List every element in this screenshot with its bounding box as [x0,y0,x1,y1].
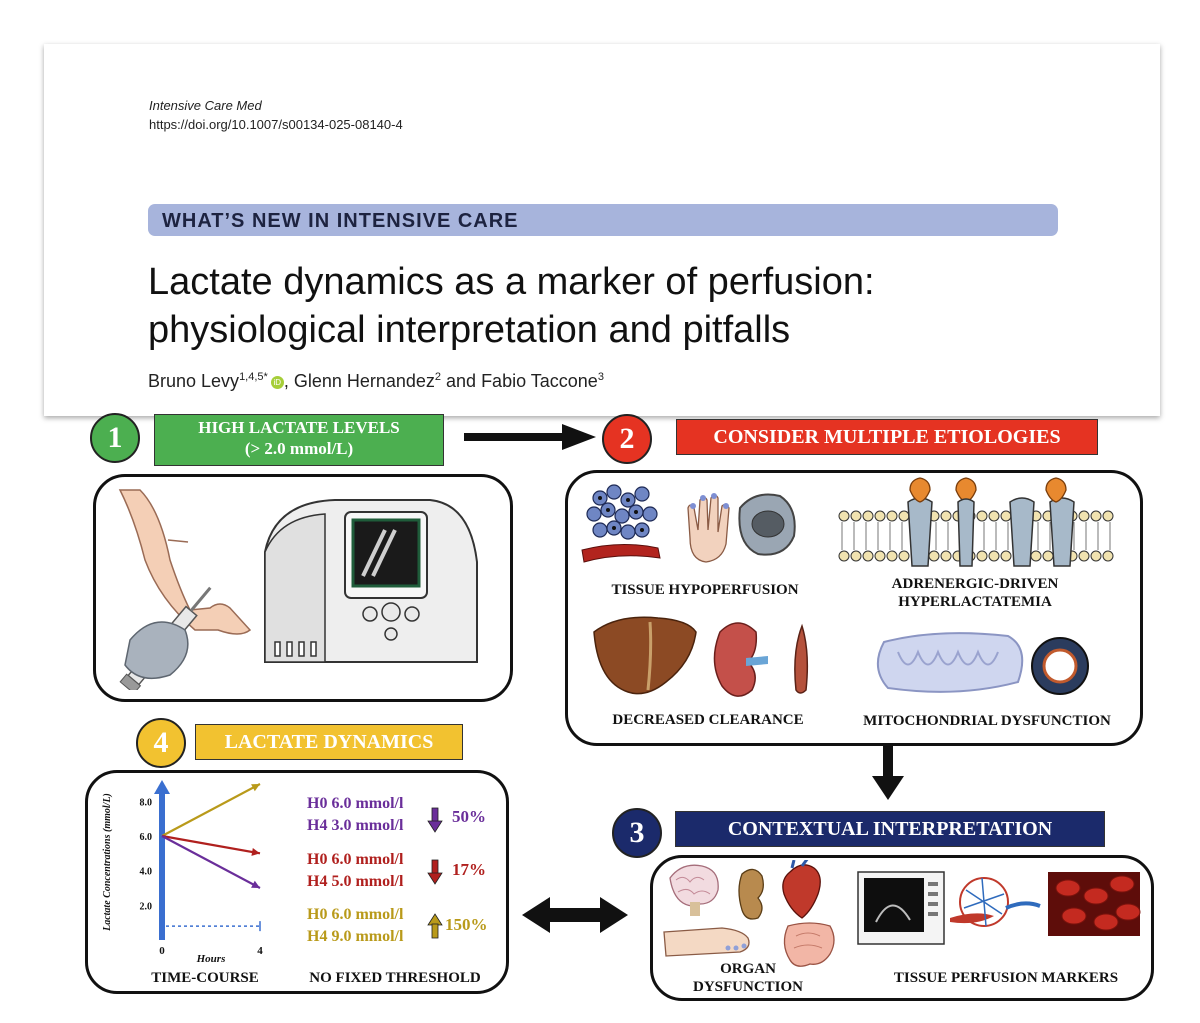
step-4-circle: 4 [136,718,186,768]
step-2-circle: 2 [602,414,652,464]
series-arrowhead [251,848,260,856]
author-1: Bruno Levy [148,371,240,391]
step-1-header: HIGH LACTATE LEVELS (> 2.0 mmol/L) [154,414,444,466]
dynamics-row-3-h4: H4 9.0 mmol/l [307,928,404,945]
dynamics-row-2-h4: H4 5.0 mmol/l [307,873,404,890]
label-mitochondrial-dysfunction: MITOCHONDRIAL DYSFUNCTION [863,713,1111,729]
dynamics-row-3-h0: H0 6.0 mmol/l [307,906,404,923]
section-banner: WHAT’S NEW IN INTENSIVE CARE [148,204,1058,236]
label-tissue-perfusion-markers: TISSUE PERFUSION MARKERS [893,970,1119,986]
title-line-2: physiological interpretation and pitfall… [148,309,791,351]
label-time-course: TIME-COURSE [151,970,259,986]
author-3: and Fabio Taccone [441,371,598,391]
arrow-right-icon [464,424,596,450]
journal-name: Intensive Care Med [149,98,262,113]
x-tick-label: 0 [159,945,165,957]
y-tick-label: 6.0 [140,832,153,843]
y-tick-label: 2.0 [140,901,153,912]
mitochondria-illustration [877,632,1089,695]
label-adrenergic-line-2: HYPERLACTATEMIA [898,594,1052,610]
y-axis-label: Lactate Concentrations (mmol/L) [102,793,113,932]
dynamics-row-2-h0: H0 6.0 mmol/l [307,851,404,868]
blood-draw-illustration [118,489,252,690]
label-tissue-hypoperfusion: TISSUE HYPOPERFUSION [611,582,799,598]
y-tick-label: 8.0 [140,797,153,808]
dynamics-row-1-h4: H4 3.0 mmol/l [307,817,404,834]
arrow-down-purple-icon [427,807,443,833]
article-title: Lactate dynamics as a marker of perfusio… [148,258,1148,354]
x-axis-label: Hours [196,953,226,965]
section-banner-label: WHAT’S NEW IN INTENSIVE CARE [162,210,519,232]
doi-link[interactable]: https://doi.org/10.1007/s00134-025-08140… [149,117,403,132]
dynamics-row-1-pct: 50% [452,807,486,826]
label-no-fixed-threshold: NO FIXED THRESHOLD [309,970,481,986]
arrow-down-icon [872,744,904,800]
article-header: Intensive Care Med https://doi.org/10.10… [44,44,1160,416]
dynamics-row-3-pct: 150% [445,915,488,934]
organs-illustration [663,860,835,967]
step-3-header: CONTEXTUAL INTERPRETATION [675,811,1105,847]
step-1-circle: 1 [90,413,140,463]
orcid-icon[interactable]: iD [270,376,284,389]
label-adrenergic-line-1: ADRENERGIC-DRIVEN [891,576,1059,592]
blood-gas-analyzer-illustration [264,499,478,663]
series-line [161,835,261,889]
author-2-affiliations: 2 [434,371,442,383]
y-tick-label: 4.0 [140,867,153,878]
arrow-down-red-icon [427,859,443,885]
step-4-header: LACTATE DYNAMICS [195,724,463,760]
tissue-hypoperfusion-illustration [581,484,796,563]
author-1-affiliations: 1,4,5* [239,371,268,383]
step-3-circle: 3 [612,808,662,858]
dynamics-row-1-h0: H0 6.0 mmol/l [307,795,404,812]
author-list: Bruno Levy1,4,5*iD, Glenn Hernandez2 and… [148,371,604,392]
dynamics-row-2-pct: 17% [452,860,486,879]
series-line [161,834,261,855]
title-line-1: Lactate dynamics as a marker of perfusio… [148,261,875,303]
label-organ-line-1: ORGAN [720,961,776,977]
adrenergic-receptor-illustration [838,477,1114,567]
step-1-header-line-1: HIGH LACTATE LEVELS [198,418,400,437]
double-arrow-icon [522,897,628,933]
series-arrowhead [251,784,260,792]
panel-lactate-dynamics [85,770,509,994]
liver-kidney-muscle-illustration [593,616,809,697]
series-arrowhead [251,880,260,888]
lactate-dynamics-chart: 2.0 4.0 6.0 8.0 Lactate Concentrations (mmol… [102,780,263,965]
author-2: , Glenn Hernandez [283,371,435,391]
y-axis-arrowhead [154,780,170,794]
arrow-up-gold-icon [427,913,443,939]
author-3-affiliations: 3 [597,371,604,383]
label-organ-line-2: DYSFUNCTION [692,979,803,995]
step-2-header: CONSIDER MULTIPLE ETIOLOGIES [676,419,1098,455]
label-decreased-clearance: DECREASED CLEARANCE [612,712,804,728]
perfusion-markers-illustration [857,871,1141,945]
series-line [161,783,261,837]
x-tick-label: 4 [257,945,263,957]
step-1-header-line-2: (> 2.0 mmol/L) [244,439,354,458]
